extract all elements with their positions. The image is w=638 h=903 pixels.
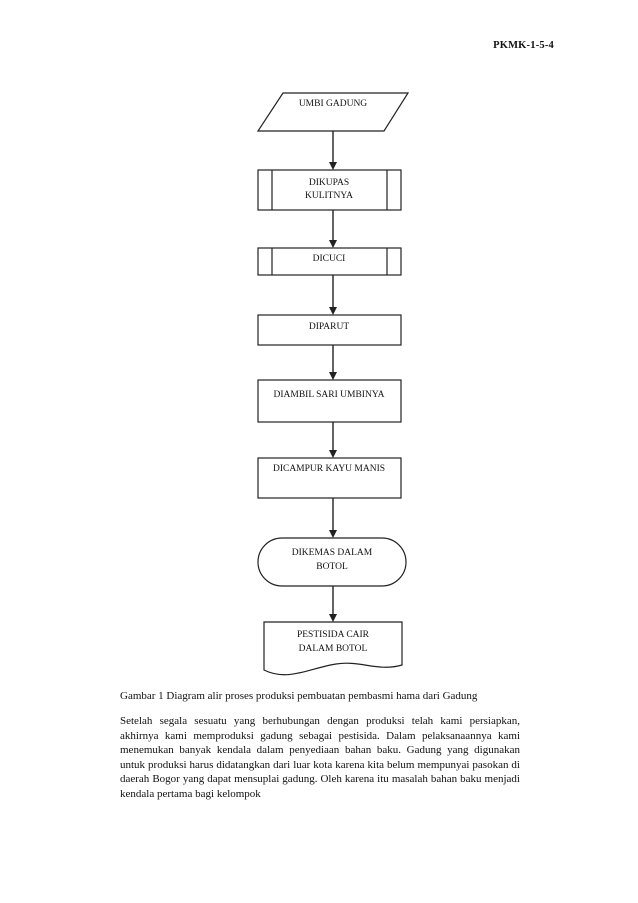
production-flowchart: UMBI GADUNG DIKUPAS KULITNYA DICUCI DIPA… [256, 92, 410, 676]
node-kemas-line-2: BOTOL [316, 562, 348, 572]
figure-caption: Gambar 1 Diagram alir proses produksi pe… [120, 690, 478, 702]
paragraph-text: Setelah segala sesuatu yang berhubungan … [120, 715, 520, 800]
node-pestisida-line-1: PESTISIDA CAIR [297, 630, 370, 640]
body-paragraph: Setelah segala sesuatu yang berhubungan … [120, 714, 520, 802]
node-umbi-gadung: UMBI GADUNG [256, 92, 410, 132]
node-kupas-line-1: DIKUPAS [309, 178, 349, 188]
node-umbi-line-1: UMBI GADUNG [299, 99, 367, 109]
node-dicuci: DICUCI [257, 247, 402, 276]
node-sari-line-1: DIAMBIL SARI UMBINYA [273, 390, 384, 400]
node-kemas-line-1: DIKEMAS DALAM [292, 548, 373, 558]
node-diparut: DIPARUT [257, 314, 402, 346]
node-dicampur: DICAMPUR KAYU MANIS [257, 457, 402, 499]
node-dikupas-kulitnya: DIKUPAS KULITNYA [257, 169, 402, 211]
node-pestisida-line-2: DALAM BOTOL [299, 644, 368, 654]
node-parut-line-1: DIPARUT [309, 322, 349, 332]
page-id: PKMK-1-5-4 [493, 40, 554, 51]
node-cuci-line-1: DICUCI [313, 254, 346, 264]
node-kupas-line-2: KULITNYA [305, 191, 353, 201]
node-dikemas: DIKEMAS DALAM BOTOL [257, 537, 407, 587]
node-campur-line-1: DICAMPUR KAYU MANIS [273, 464, 385, 474]
node-diambil-sari: DIAMBIL SARI UMBINYA [257, 379, 402, 423]
node-pestisida: PESTISIDA CAIR DALAM BOTOL [263, 621, 403, 676]
